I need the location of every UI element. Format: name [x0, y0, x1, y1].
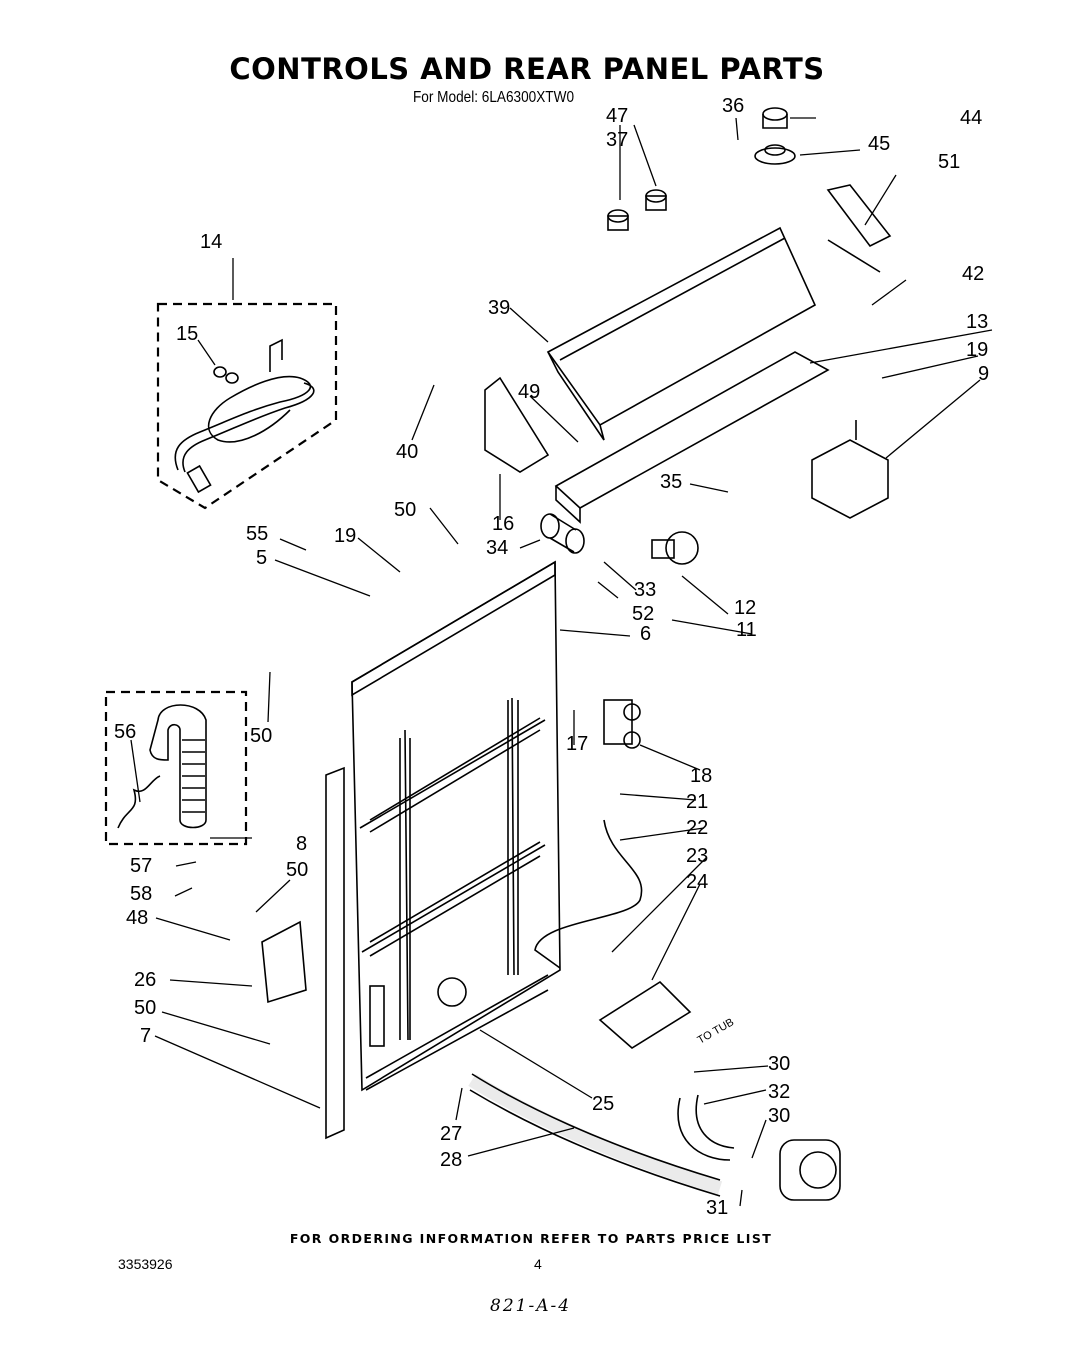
- callout-6: 6: [640, 623, 651, 645]
- callout-12: 12: [734, 597, 756, 619]
- callout-50b: 50: [250, 725, 272, 747]
- callout-11: 11: [736, 619, 757, 641]
- model-subtitle: For Model: 6LA6300XTW0: [413, 89, 575, 106]
- callout-51: 51: [938, 151, 960, 173]
- pressure-switch-icon: [651, 531, 699, 565]
- power-cord-icon: [174, 338, 315, 494]
- callout-34: 34: [486, 537, 508, 559]
- callout-40: 40: [396, 441, 418, 463]
- callout-39: 39: [488, 297, 510, 319]
- callout-21: 21: [686, 791, 708, 813]
- drain-hose-kit-box: [104, 690, 248, 846]
- switch-block-icon: [484, 376, 550, 473]
- callout-50d: 50: [134, 997, 156, 1019]
- handwritten-note: 821-A-4: [490, 1296, 572, 1316]
- callout-8: 8: [296, 833, 307, 855]
- control-bracket: [554, 351, 830, 524]
- callout-42: 42: [962, 263, 984, 285]
- callout-36: 36: [722, 95, 744, 117]
- ground-clip-icon: [213, 366, 239, 384]
- timer-switch-icon: [826, 184, 892, 273]
- callout-31: 31: [706, 1197, 728, 1219]
- capacitor-icon: [540, 513, 585, 554]
- callout-7: 7: [140, 1025, 151, 1047]
- callout-58: 58: [130, 883, 152, 905]
- knob-icon: [754, 107, 796, 165]
- callout-33: 33: [634, 579, 656, 601]
- callout-14: 14: [200, 231, 222, 253]
- callout-9: 9: [978, 363, 989, 385]
- page-title: CONTROLS AND REAR PANEL PARTS: [229, 52, 825, 86]
- side-rail: [325, 766, 345, 1140]
- callout-labels: 47 37 36 44 45 51 14 15 42 39 13 19 9 40…: [114, 95, 989, 1219]
- callout-57: 57: [130, 855, 152, 877]
- callout-50: 50: [394, 499, 416, 521]
- fill-hose: [534, 819, 643, 969]
- callout-30b: 30: [768, 1105, 790, 1127]
- callout-13: 13: [966, 311, 988, 333]
- timer-icon: [811, 420, 889, 519]
- document-number: 3353926: [118, 1256, 173, 1272]
- callout-44: 44: [960, 107, 982, 129]
- callout-32: 32: [768, 1081, 790, 1103]
- drain-hose-icon: [117, 704, 207, 829]
- callout-24: 24: [686, 871, 708, 893]
- callout-15: 15: [176, 323, 198, 345]
- drain-tube: [468, 1074, 723, 1195]
- bracket-24: [598, 980, 692, 1049]
- callout-48: 48: [126, 907, 148, 929]
- callout-25: 25: [592, 1093, 614, 1115]
- pump-icon: [779, 1139, 841, 1201]
- hose-32: [677, 1094, 735, 1161]
- callout-50c: 50: [286, 859, 308, 881]
- inlet-bracket: [261, 920, 307, 1004]
- ordering-note: FOR ORDERING INFORMATION REFER TO PARTS …: [289, 1231, 773, 1246]
- console-panel: [546, 226, 817, 441]
- callout-55: 55: [246, 523, 268, 545]
- callout-45: 45: [868, 133, 890, 155]
- to-tub-label: TO TUB: [696, 1016, 737, 1046]
- callout-28: 28: [440, 1149, 462, 1171]
- callout-19: 19: [966, 339, 988, 361]
- callout-26: 26: [134, 969, 156, 991]
- leader-lines: [130, 117, 993, 1207]
- callout-19b: 19: [334, 525, 356, 547]
- button-knob-icon: [607, 189, 667, 231]
- rear-panel: [351, 560, 561, 1092]
- callout-16: 16: [492, 513, 514, 535]
- callout-56: 56: [114, 721, 136, 743]
- callout-35: 35: [660, 471, 682, 493]
- callout-22: 22: [686, 817, 708, 839]
- callout-18: 18: [690, 765, 712, 787]
- callout-37: 37: [606, 129, 628, 151]
- callout-23: 23: [686, 845, 708, 867]
- callout-49: 49: [518, 381, 540, 403]
- callout-5: 5: [256, 547, 267, 569]
- callout-27: 27: [440, 1123, 462, 1145]
- callout-17: 17: [566, 733, 588, 755]
- page-number: 4: [534, 1256, 542, 1272]
- water-valve-icon: [603, 699, 641, 749]
- callout-47: 47: [606, 105, 628, 127]
- callout-52: 52: [632, 603, 654, 625]
- callout-30: 30: [768, 1053, 790, 1075]
